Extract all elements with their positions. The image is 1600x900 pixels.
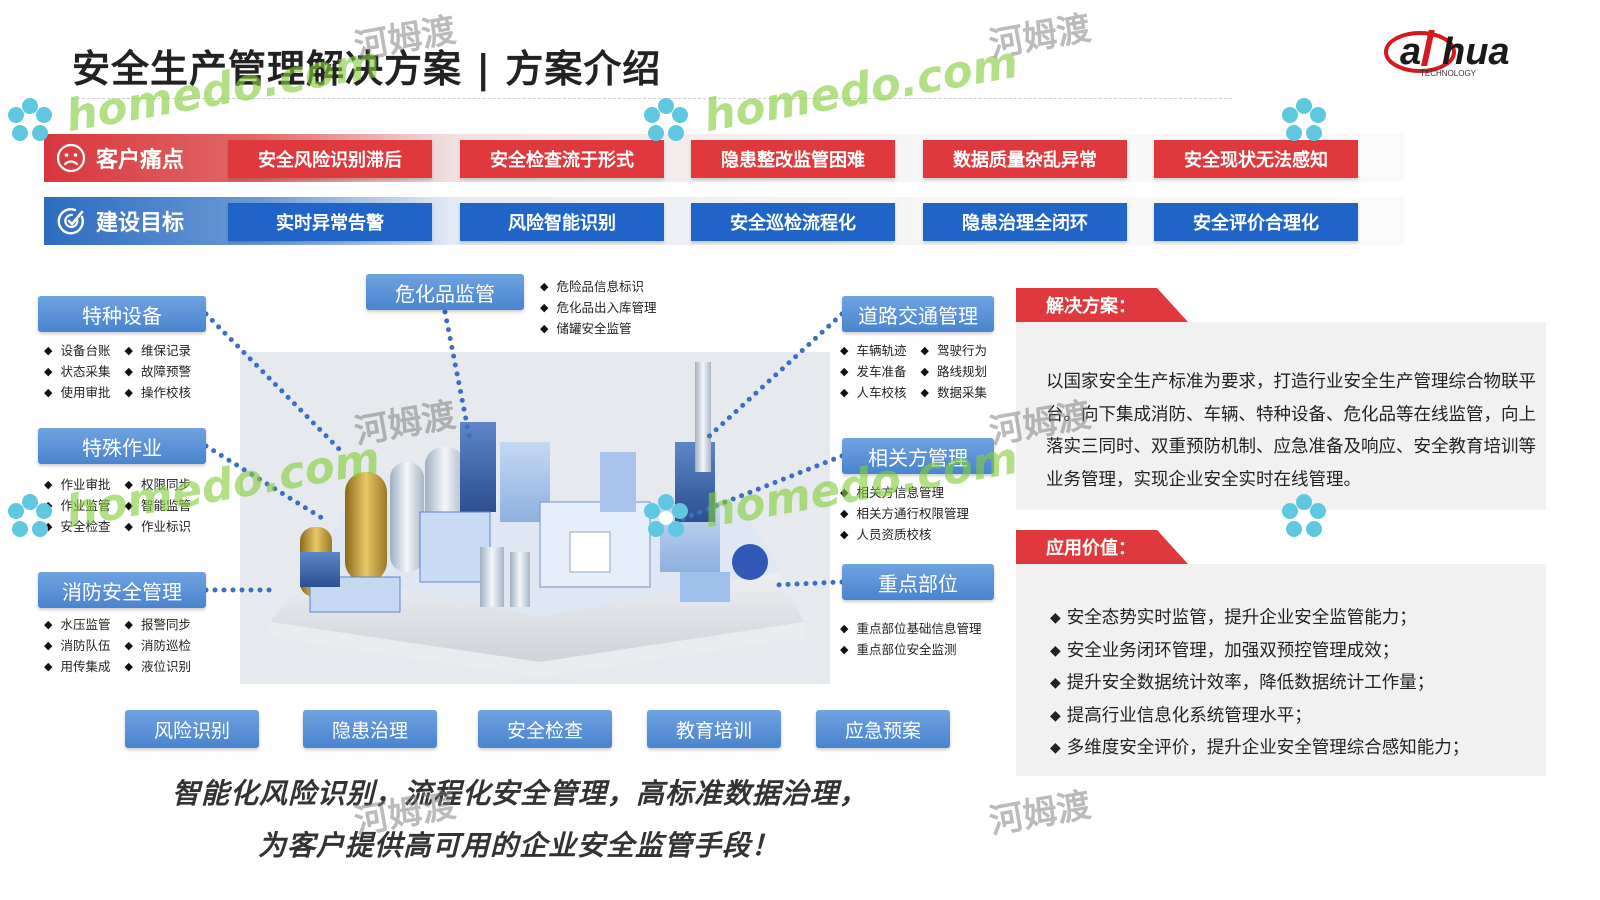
list-item: 液位识别 bbox=[124, 656, 191, 677]
list-item: 安全检查 bbox=[44, 516, 110, 537]
slogan-line-1: 智能化风险识别，流程化安全管理，高标准数据治理， bbox=[172, 777, 869, 810]
tab-education-training: 教育培训 bbox=[647, 710, 781, 748]
target-check-icon bbox=[57, 208, 84, 235]
svg-text:hua: hua bbox=[1442, 31, 1510, 73]
list-item: 故障预警 bbox=[124, 361, 191, 382]
module-traffic: 道路交通管理 bbox=[842, 296, 994, 332]
value-list: 安全态势实时监管，提升企业安全监管能力； 安全业务闭环管理，加强双预控管理成效；… bbox=[1050, 602, 1470, 765]
pain-points-header: 客户痛点 bbox=[56, 134, 184, 182]
factory-illustration bbox=[240, 352, 830, 684]
tab-hazard-management: 隐患治理 bbox=[303, 710, 437, 748]
slogan-line-2: 为客户提供高可用的企业安全监管手段！ bbox=[258, 829, 781, 862]
value-item: 提高行业信息化系统管理水平； bbox=[1050, 700, 1469, 733]
list-item: 储罐安全监管 bbox=[540, 318, 631, 339]
watermark-text-cn: 河姆渡 bbox=[986, 8, 1094, 66]
list-item: 危化品出入库管理 bbox=[540, 297, 656, 318]
module-key-parts: 重点部位 bbox=[842, 564, 994, 600]
related-parties-list: 相关方信息管理 相关方通行权限管理 人员资质校核 bbox=[840, 482, 969, 545]
list-item: 车辆轨迹 bbox=[840, 340, 906, 361]
page-title: 安全生产管理解决方案 | 方案介绍 bbox=[72, 47, 662, 91]
value-item: 提升安全数据统计效率，降低数据统计工作量； bbox=[1050, 667, 1469, 700]
list-item: 重点部位安全监测 bbox=[840, 639, 956, 660]
solution-heading: 解决方案： bbox=[1016, 288, 1188, 322]
list-item: 人员资质校核 bbox=[840, 524, 931, 545]
value-item: 安全态势实时监管，提升企业安全监管能力； bbox=[1050, 602, 1469, 635]
goal-tag: 实时异常告警 bbox=[228, 203, 432, 241]
module-special-equipment: 特种设备 bbox=[38, 296, 206, 332]
watermark-text-cn: 河姆渡 bbox=[986, 785, 1094, 843]
pain-points-label: 客户痛点 bbox=[96, 148, 185, 173]
goals-header: 建设目标 bbox=[56, 197, 184, 245]
list-item: 消防队伍 bbox=[44, 635, 110, 656]
pain-points-band: 客户痛点 安全风险识别滞后 安全检查流于形式 隐患整改监管困难 数据质量杂乱异常… bbox=[44, 134, 1404, 182]
list-item: 维保记录 bbox=[124, 340, 191, 361]
list-item: 权限同步 bbox=[124, 474, 191, 495]
factory-3d-image bbox=[270, 362, 805, 677]
goals-label: 建设目标 bbox=[96, 211, 185, 236]
value-item: 安全业务闭环管理，加强双预控管理成效； bbox=[1050, 635, 1469, 668]
list-item: 相关方信息管理 bbox=[840, 482, 944, 503]
special-work-list: 作业审批权限同步 作业监管智能监管 安全检查作业标识 bbox=[44, 474, 191, 537]
list-item: 设备台账 bbox=[44, 340, 110, 361]
list-item: 用传集成 bbox=[44, 656, 110, 677]
list-item: 危险品信息标识 bbox=[540, 276, 644, 297]
goal-tag: 风险智能识别 bbox=[460, 203, 664, 241]
pain-tag: 安全风险识别滞后 bbox=[228, 140, 432, 178]
key-parts-list: 重点部位基础信息管理 重点部位安全监测 bbox=[840, 618, 981, 660]
dahua-logo: a hua TECHNOLOGY bbox=[1380, 24, 1560, 84]
fire-safety-list: 水压监管报警同步 消防队伍消防巡检 用传集成液位识别 bbox=[44, 614, 191, 677]
title-divider bbox=[72, 98, 1232, 99]
list-item: 水压监管 bbox=[44, 614, 110, 635]
goals-band: 建设目标 实时异常告警 风险智能识别 安全巡检流程化 隐患治理全闭环 安全评价合… bbox=[44, 197, 1404, 245]
value-heading: 应用价值： bbox=[1016, 530, 1188, 564]
solution-text: 以国家安全生产标准为要求，打造行业安全生产管理综合物联平台。向下集成消防、车辆、… bbox=[1046, 372, 1536, 490]
pain-tag: 数据质量杂乱异常 bbox=[923, 140, 1127, 178]
traffic-list: 车辆轨迹驾驶行为 发车准备路线规划 人车校核数据采集 bbox=[840, 340, 987, 403]
module-related-parties: 相关方管理 bbox=[842, 438, 994, 474]
svg-text:a: a bbox=[1400, 31, 1421, 73]
list-item: 操作校核 bbox=[124, 382, 191, 403]
pain-tag: 安全现状无法感知 bbox=[1154, 140, 1358, 178]
list-item: 使用审批 bbox=[44, 382, 110, 403]
list-item: 消防巡检 bbox=[124, 635, 191, 656]
list-item: 数据采集 bbox=[920, 382, 987, 403]
list-item: 人车校核 bbox=[840, 382, 906, 403]
value-item: 多维度安全评价，提升企业安全管理综合感知能力； bbox=[1050, 732, 1470, 765]
goal-tag: 隐患治理全闭环 bbox=[923, 203, 1127, 241]
hazmat-list: 危险品信息标识 危化品出入库管理 储罐安全监管 bbox=[540, 276, 656, 339]
list-item: 路线规划 bbox=[920, 361, 987, 382]
logo-mark: a hua TECHNOLOGY bbox=[1384, 30, 1510, 78]
pain-tag: 隐患整改监管困难 bbox=[691, 140, 895, 178]
sad-face-icon bbox=[56, 143, 86, 173]
watermark-text: homedo.com bbox=[700, 36, 1022, 143]
list-item: 作业审批 bbox=[44, 474, 110, 495]
goal-tag: 安全巡检流程化 bbox=[691, 203, 895, 241]
list-item: 作业标识 bbox=[124, 516, 191, 537]
goal-tag: 安全评价合理化 bbox=[1154, 203, 1358, 241]
list-item: 状态采集 bbox=[44, 361, 110, 382]
tab-safety-inspection: 安全检查 bbox=[478, 710, 612, 748]
solution-panel bbox=[1016, 322, 1546, 510]
list-item: 作业监管 bbox=[44, 495, 110, 516]
list-item: 报警同步 bbox=[124, 614, 191, 635]
tab-risk-identification: 风险识别 bbox=[125, 710, 259, 748]
logo-subtext: TECHNOLOGY bbox=[1420, 69, 1477, 78]
list-item: 发车准备 bbox=[840, 361, 906, 382]
list-item: 驾驶行为 bbox=[920, 340, 987, 361]
special-equipment-list: 设备台账维保记录 状态采集故障预警 使用审批操作校核 bbox=[44, 340, 191, 403]
list-item: 相关方通行权限管理 bbox=[840, 503, 969, 524]
module-special-work: 特殊作业 bbox=[38, 428, 206, 464]
module-fire-safety: 消防安全管理 bbox=[38, 572, 206, 608]
list-item: 重点部位基础信息管理 bbox=[840, 618, 981, 639]
module-hazmat: 危化品监管 bbox=[366, 274, 524, 310]
pain-tag: 安全检查流于形式 bbox=[460, 140, 664, 178]
list-item: 智能监管 bbox=[124, 495, 191, 516]
tab-emergency-plan: 应急预案 bbox=[816, 710, 950, 748]
